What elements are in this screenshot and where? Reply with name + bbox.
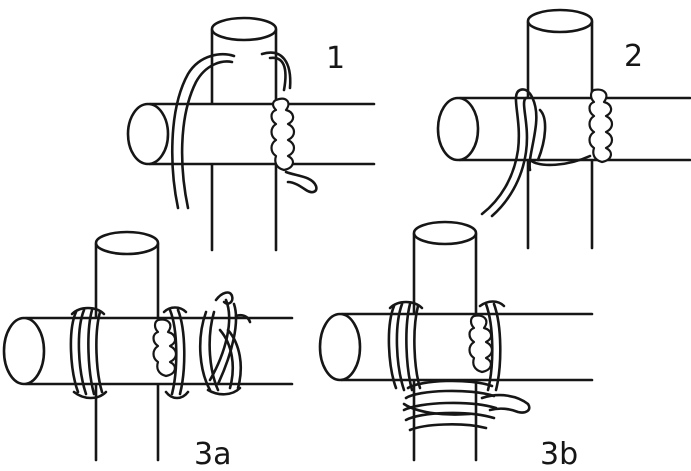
panel-3b: 3b	[318, 220, 594, 471]
horizontal-pole	[126, 102, 376, 166]
rope	[480, 88, 614, 218]
panel-3a: 3a	[2, 230, 294, 471]
horizontal-pole	[318, 312, 594, 382]
panel-label-3b: 3b	[540, 437, 578, 471]
horizontal-pole	[436, 96, 691, 162]
panel-label-2: 2	[624, 39, 643, 74]
rope	[170, 51, 318, 210]
horizontal-pole	[2, 316, 294, 386]
panel-label-1: 1	[326, 41, 345, 76]
lower-frapping-turns	[402, 379, 531, 432]
panel-2: 2	[436, 8, 691, 250]
rope-wraps	[387, 300, 506, 392]
panel-1: 1	[126, 16, 376, 252]
rope-wraps	[69, 306, 190, 400]
panel-label-3a: 3a	[194, 437, 231, 471]
frapping-turns	[198, 291, 252, 396]
